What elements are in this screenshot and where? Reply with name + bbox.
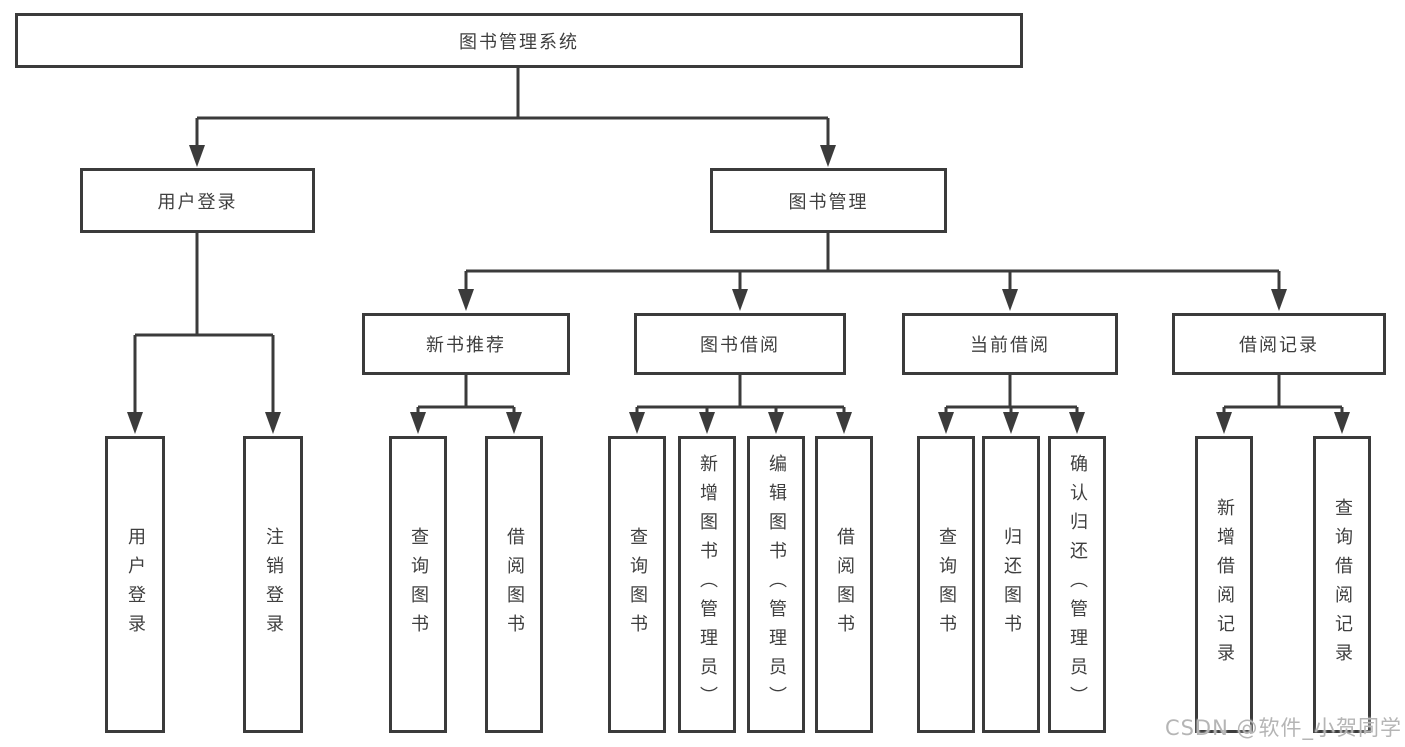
- arrowhead-icon: [265, 412, 281, 434]
- arrowhead-icon: [1334, 412, 1350, 434]
- node-current-borrowing-label: 当前借阅: [970, 335, 1050, 356]
- leaf-return-books-label: 归还图书: [1001, 526, 1022, 643]
- leaf-user-login-label: 用户登录: [125, 526, 146, 643]
- arrowhead-icon: [189, 145, 205, 167]
- arrowhead-icon: [732, 289, 748, 311]
- arrowhead-icon: [458, 289, 474, 311]
- node-borrowing-records-label: 借阅记录: [1239, 335, 1319, 356]
- node-user-login: 用户登录: [80, 168, 315, 233]
- leaf-query-books-borrowing-label: 查询图书: [627, 526, 648, 643]
- node-root-label: 图书管理系统: [459, 31, 579, 53]
- watermark: CSDN @软件_小贺同学: [1164, 716, 1402, 740]
- arrowhead-icon: [1002, 289, 1018, 311]
- leaf-confirm-return-admin: 确认归还（管理员）: [1048, 436, 1106, 733]
- leaf-query-books-borrowing: 查询图书: [608, 436, 666, 733]
- arrowhead-icon: [410, 412, 426, 434]
- leaf-query-books-recommend-label: 查询图书: [408, 526, 429, 643]
- leaf-logout-login-label: 注销登录: [263, 526, 284, 643]
- arrowhead-icon: [820, 145, 836, 167]
- leaf-confirm-return-admin-label: 确认归还（管理员）: [1067, 454, 1088, 715]
- arrowhead-icon: [127, 412, 143, 434]
- leaf-logout-login: 注销登录: [243, 436, 303, 733]
- leaf-add-books-admin: 新增图书（管理员）: [678, 436, 736, 733]
- leaf-query-borrow-record-label: 查询借阅记录: [1332, 497, 1353, 672]
- leaf-add-borrow-record: 新增借阅记录: [1195, 436, 1253, 733]
- arrowhead-icon: [1271, 289, 1287, 311]
- node-book-borrowing-label: 图书借阅: [700, 335, 780, 356]
- node-book-borrowing: 图书借阅: [634, 313, 846, 375]
- arrowhead-icon: [938, 412, 954, 434]
- leaf-edit-books-admin: 编辑图书（管理员）: [747, 436, 805, 733]
- arrowhead-icon: [506, 412, 522, 434]
- node-book-management-label: 图书管理: [788, 191, 869, 213]
- leaf-query-books-recommend: 查询图书: [389, 436, 447, 733]
- arrowhead-icon: [1216, 412, 1232, 434]
- leaf-query-borrow-record: 查询借阅记录: [1313, 436, 1371, 733]
- node-new-book-recommend: 新书推荐: [362, 313, 570, 375]
- node-new-book-recommend-label: 新书推荐: [426, 335, 506, 356]
- leaf-query-books-current-label: 查询图书: [936, 526, 957, 643]
- leaf-user-login: 用户登录: [105, 436, 165, 733]
- node-book-management: 图书管理: [710, 168, 947, 233]
- node-user-login-label: 用户登录: [157, 191, 238, 213]
- leaf-add-borrow-record-label: 新增借阅记录: [1214, 497, 1235, 672]
- leaf-borrow-books-recommend: 借阅图书: [485, 436, 543, 733]
- arrowhead-icon: [836, 412, 852, 434]
- node-root: 图书管理系统: [15, 13, 1023, 68]
- arrowhead-icon: [1003, 412, 1019, 434]
- leaf-add-books-admin-label: 新增图书（管理员）: [697, 454, 718, 715]
- arrowhead-icon: [768, 412, 784, 434]
- leaf-borrow-books-recommend-label: 借阅图书: [504, 526, 525, 643]
- arrowhead-icon: [629, 412, 645, 434]
- leaf-borrow-books-borrowing-label: 借阅图书: [834, 526, 855, 643]
- node-current-borrowing: 当前借阅: [902, 313, 1118, 375]
- arrowhead-icon: [1069, 412, 1085, 434]
- leaf-borrow-books-borrowing: 借阅图书: [815, 436, 873, 733]
- arrowhead-icon: [699, 412, 715, 434]
- leaf-return-books: 归还图书: [982, 436, 1040, 733]
- leaf-query-books-current: 查询图书: [917, 436, 975, 733]
- node-borrowing-records: 借阅记录: [1172, 313, 1386, 375]
- leaf-edit-books-admin-label: 编辑图书（管理员）: [766, 454, 787, 715]
